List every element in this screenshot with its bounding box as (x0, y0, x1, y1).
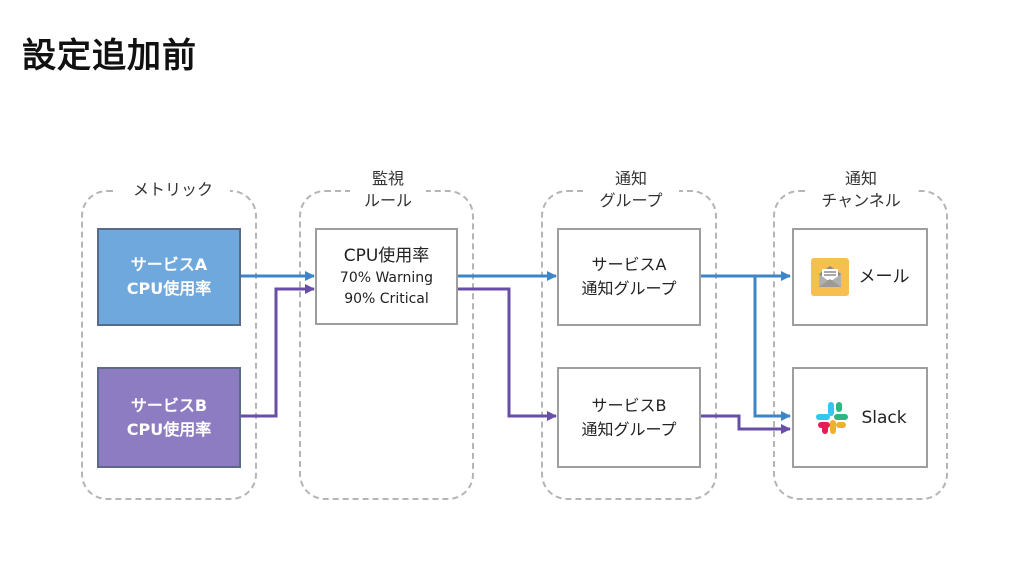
rule-warning: 70% Warning (339, 269, 434, 286)
notification-group-b: サービスB 通知グループ (557, 367, 701, 468)
channel-mail: メール (792, 228, 928, 326)
channel-slack-label: Slack (861, 407, 907, 428)
group-b-name: サービスB (591, 395, 667, 415)
channels-column-label: 通知 チャンネル (805, 168, 917, 212)
edge-metric-b-to-rule (240, 284, 315, 418)
metric-service-a-name: サービスA (130, 255, 208, 274)
rule-cpu-usage: CPU使用率 70% Warning 90% Critical (315, 228, 458, 325)
rule-critical: 90% Critical (344, 290, 429, 307)
group-a-name: サービスA (591, 255, 667, 274)
group-a-label: 通知グループ (581, 279, 677, 298)
notification-group-a: サービスA 通知グループ (557, 228, 701, 326)
edge-rule-to-group-b (457, 287, 557, 421)
slack-icon (813, 399, 851, 437)
metric-service-a: サービスA CPU使用率 (97, 228, 241, 326)
edge-group-b-to-slack (700, 414, 791, 434)
page-title: 設定追加前 (22, 36, 197, 76)
mail-icon (810, 258, 849, 296)
rule-title: CPU使用率 (343, 245, 430, 266)
metrics-column-label: メトリック (116, 179, 230, 201)
group-b-label: 通知グループ (581, 419, 677, 439)
metric-service-a-metric: CPU使用率 (126, 279, 212, 298)
edge-group-a-to-slack (753, 276, 791, 421)
groups-column-label: 通知 グループ (583, 168, 679, 212)
metric-service-b-name: サービスB (130, 395, 208, 415)
channel-slack: Slack (792, 367, 928, 468)
channel-mail-label: メール (858, 267, 910, 287)
metric-service-b: サービスB CPU使用率 (97, 367, 241, 468)
metric-service-b-metric: CPU使用率 (126, 419, 212, 439)
rules-column-label: 監視 ルール (350, 168, 426, 212)
